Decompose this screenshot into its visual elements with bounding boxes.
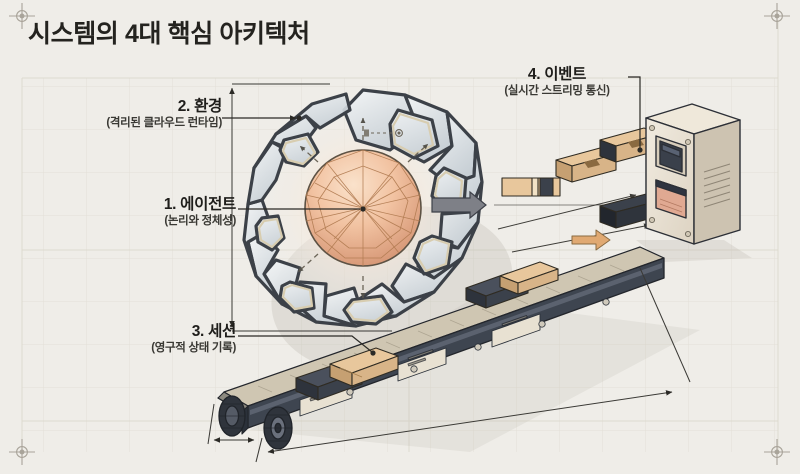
label-session-sub: (영구적 상태 기록) [151, 342, 236, 355]
label-session: 3. 세션 (영구적 상태 기록) [38, 323, 236, 356]
label-agent-sub: (논리와 정체성) [164, 215, 236, 228]
label-event-main: 4. 이벤트 [527, 66, 587, 83]
environment-output-arrow [431, 190, 487, 220]
leader-event [628, 76, 643, 153]
page-title: 시스템의 4대 핵심 아키텍처 [28, 20, 310, 48]
registration-mark-top-right [764, 3, 790, 29]
server-shadow [636, 240, 752, 262]
label-event: 4. 이벤트 (실시간 스트리밍 통신) [486, 66, 628, 99]
registration-mark-top-left [9, 3, 35, 29]
label-agent: 1. 에이전트 (논리와 정체성) [38, 196, 236, 229]
event-server [645, 103, 741, 245]
label-event-sub: (실시간 스트리밍 통신) [504, 85, 610, 98]
label-session-main: 3. 세션 [191, 323, 237, 340]
label-environment: 2. 환경 (격리된 클라우드 런타임) [38, 98, 222, 131]
label-environment-sub: (격리된 클라우드 런타임) [106, 117, 222, 130]
leader-session [238, 335, 376, 356]
registration-mark-bottom-left [9, 439, 35, 465]
core-radiation-arrows [297, 117, 429, 299]
sphere-facets [242, 88, 484, 328]
label-environment-main: 2. 환경 [177, 98, 223, 115]
label-agent-main: 1. 에이전트 [163, 196, 236, 213]
leader-agent [238, 206, 366, 212]
registration-mark-bottom-right [764, 439, 790, 465]
core-status-icon [364, 129, 403, 137]
